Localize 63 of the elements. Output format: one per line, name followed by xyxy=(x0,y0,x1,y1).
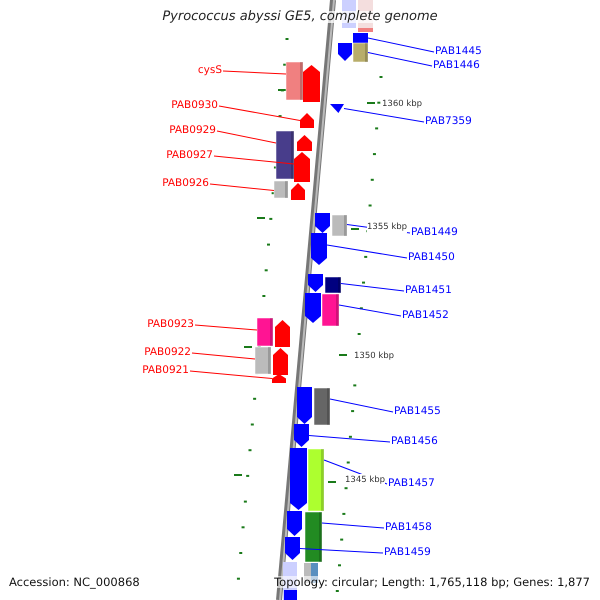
leader-line xyxy=(344,108,424,122)
gene-label: PAB1455 xyxy=(394,405,441,417)
accession-note: Accession: NC_000868 xyxy=(9,576,140,588)
leader-line xyxy=(308,435,390,442)
gene-block xyxy=(285,537,300,560)
gene-block xyxy=(290,448,324,511)
gene-label: PAB1446 xyxy=(433,59,480,71)
leader-line xyxy=(210,184,274,191)
gene-block xyxy=(338,43,368,62)
gene-marker xyxy=(330,104,344,113)
gene-block xyxy=(276,131,312,179)
gene-label: PAB0923 xyxy=(147,318,194,330)
leader-line xyxy=(340,283,404,292)
leader-line xyxy=(330,398,394,412)
gene-label: PAB0929 xyxy=(169,124,216,136)
leader-line xyxy=(190,370,272,379)
genome-summary: Topology: circular; Length: 1,765,118 bp; Genes: 1,877 xyxy=(274,576,590,588)
gene-block xyxy=(287,511,322,562)
gene-label: PAB1452 xyxy=(402,309,449,321)
gene-block xyxy=(274,181,305,200)
scale-label: 1360 kbp xyxy=(382,98,422,110)
gene-block xyxy=(353,33,368,43)
gene-block xyxy=(311,233,327,265)
leader-line xyxy=(338,304,402,316)
gene-label: PAB1449 xyxy=(411,226,458,238)
leader-line xyxy=(218,106,300,121)
gene-block xyxy=(257,318,290,347)
leader-line xyxy=(192,352,256,360)
gene-label: PAB1451 xyxy=(405,284,452,296)
scale-label: 1345 kbp xyxy=(345,474,386,486)
leader-line xyxy=(300,548,384,554)
leader-line xyxy=(368,52,432,66)
gene-block xyxy=(300,113,314,128)
gene-label: PAB0926 xyxy=(162,177,209,189)
leader-line xyxy=(194,324,258,330)
gene-label: PAB1459 xyxy=(384,546,431,558)
gene-label: PAB1457 xyxy=(388,477,435,489)
leader-line xyxy=(322,522,384,528)
leader-line xyxy=(222,70,286,74)
leader-line xyxy=(214,156,294,164)
gene-label: PAB1456 xyxy=(391,435,438,447)
title: Pyrococcus abyssi GE5, complete genome xyxy=(162,11,438,23)
gene-block xyxy=(255,347,288,375)
gene-label: PAB1450 xyxy=(408,251,455,263)
gene-label: PAB1445 xyxy=(435,45,482,57)
gene-block xyxy=(294,424,309,447)
gene-label: PAB7359 xyxy=(425,115,472,127)
gene-label: PAB1458 xyxy=(385,521,432,533)
leader-line xyxy=(326,244,408,258)
gene-block xyxy=(286,62,320,102)
gene-block xyxy=(308,274,341,293)
leader-line xyxy=(368,38,434,52)
scale-label: 1350 kbp xyxy=(354,350,394,362)
leader-line xyxy=(216,130,276,144)
gene-label: cysS xyxy=(198,64,222,76)
gene-label: PAB0922 xyxy=(144,346,191,358)
gene-block xyxy=(297,387,330,425)
gene-block xyxy=(315,213,347,236)
gene-label: PAB0930 xyxy=(171,99,218,111)
gene-label: PAB0921 xyxy=(142,364,189,376)
scale-label: 1355 kbp xyxy=(367,221,408,233)
gene-block xyxy=(305,293,339,326)
gene-label: PAB0927 xyxy=(166,149,213,161)
